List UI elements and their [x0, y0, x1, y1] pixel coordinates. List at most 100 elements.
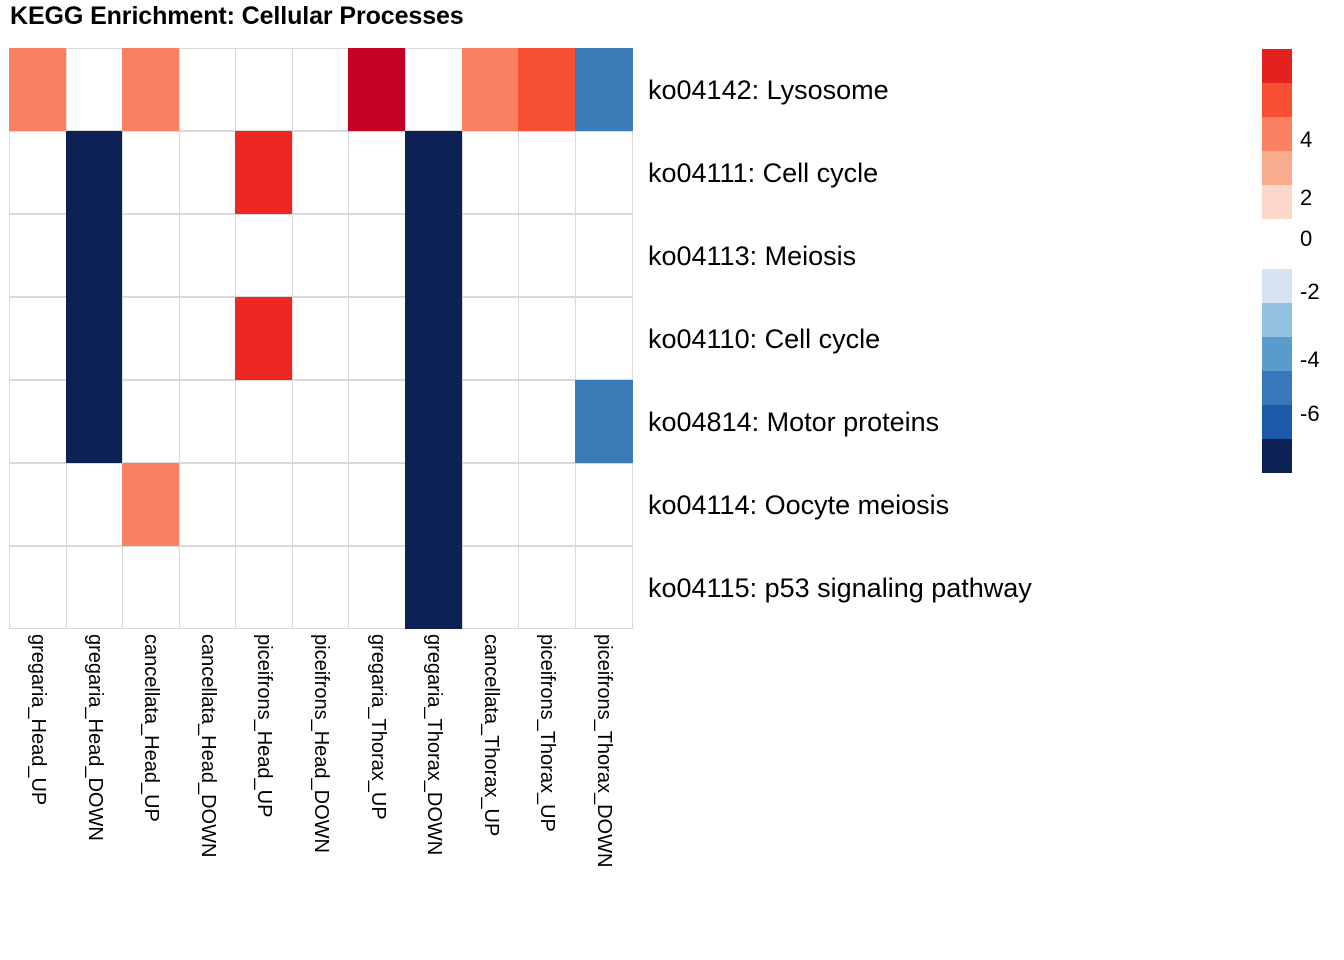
heatmap-cell[interactable]	[178, 48, 237, 132]
heatmap-cell[interactable]	[178, 214, 237, 298]
heatmap-cell[interactable]	[518, 131, 577, 215]
heatmap-cell[interactable]	[122, 546, 181, 630]
heatmap-cell[interactable]	[65, 463, 124, 547]
heatmap-cell[interactable]	[348, 48, 407, 132]
heatmap-cell[interactable]	[122, 380, 181, 464]
heatmap-cell[interactable]	[405, 463, 464, 547]
heatmap-cell[interactable]	[122, 214, 181, 298]
heatmap-cell[interactable]	[461, 546, 520, 630]
heatmap-cell[interactable]	[291, 380, 351, 464]
heatmap-cell[interactable]	[405, 380, 464, 464]
heatmap-cell[interactable]	[9, 131, 68, 215]
row-label: ko04113: Meiosis	[648, 241, 857, 271]
heatmap-cell[interactable]	[518, 463, 577, 547]
heatmap-cell[interactable]	[518, 380, 577, 464]
heatmap-cell[interactable]	[65, 380, 124, 464]
heatmap-cell[interactable]	[9, 546, 68, 630]
column-label-slot: cancellata_Head_DOWN	[180, 634, 237, 954]
heatmap-cell[interactable]	[65, 131, 124, 215]
heatmap-cell[interactable]	[291, 463, 351, 547]
heatmap-cell[interactable]	[574, 463, 633, 547]
heatmap-cell[interactable]	[461, 48, 520, 132]
heatmap-cell[interactable]	[9, 463, 68, 547]
heatmap-cell[interactable]	[65, 546, 124, 630]
heatmap-cell[interactable]	[291, 48, 351, 132]
heatmap-cell[interactable]	[461, 297, 520, 381]
column-label: cancellata_Head_DOWN	[196, 634, 219, 858]
heatmap-cell[interactable]	[574, 48, 633, 132]
colorbar-tick-label: 0	[1300, 226, 1313, 251]
column-label: piceifrons_Thorax_UP	[536, 634, 559, 832]
heatmap-cell[interactable]	[235, 48, 294, 132]
column-label: cancellata_Thorax_UP	[479, 634, 502, 837]
heatmap-cell[interactable]	[235, 297, 294, 381]
heatmap-cell[interactable]	[405, 48, 464, 132]
heatmap-cell[interactable]	[574, 131, 633, 215]
colorbar-neutral-gap	[1262, 219, 1292, 269]
heatmap-cell[interactable]	[461, 131, 520, 215]
heatmap-cell[interactable]	[235, 131, 294, 215]
heatmap-cell[interactable]	[518, 214, 577, 298]
column-label: gregaria_Head_DOWN	[83, 634, 106, 841]
heatmap-cell[interactable]	[235, 546, 294, 630]
heatmap-cell[interactable]	[518, 297, 577, 381]
heatmap-cell[interactable]	[291, 546, 351, 630]
heatmap-cell[interactable]	[178, 297, 237, 381]
heatmap-cell[interactable]	[122, 131, 181, 215]
heatmap-cell[interactable]	[348, 546, 407, 630]
heatmap-cell[interactable]	[348, 131, 407, 215]
heatmap-cell[interactable]	[291, 131, 351, 215]
heatmap-cell[interactable]	[405, 131, 464, 215]
heatmap-cell[interactable]	[348, 380, 407, 464]
heatmap-cell[interactable]	[518, 48, 577, 132]
heatmap-cell[interactable]	[235, 463, 294, 547]
heatmap-cell[interactable]	[348, 297, 407, 381]
heatmap-cell[interactable]	[405, 214, 464, 298]
heatmap-cell[interactable]	[9, 297, 68, 381]
heatmap-cell[interactable]	[348, 463, 407, 547]
colorbar-swatch	[1262, 117, 1292, 151]
heatmap-cell[interactable]	[574, 297, 633, 381]
colorbar-swatches	[1262, 49, 1292, 473]
heatmap-cell[interactable]	[9, 48, 68, 132]
column-label-slot: gregaria_Head_UP	[10, 634, 67, 954]
heatmap-cell[interactable]	[574, 546, 633, 630]
heatmap-cell[interactable]	[574, 214, 633, 298]
heatmap-cell[interactable]	[235, 214, 294, 298]
heatmap-cell[interactable]	[405, 546, 464, 630]
column-label-slot: gregaria_Head_DOWN	[67, 634, 124, 954]
heatmap-cell[interactable]	[348, 214, 407, 298]
heatmap-row	[9, 380, 633, 464]
heatmap-cell[interactable]	[235, 380, 294, 464]
heatmap-cell[interactable]	[122, 463, 181, 547]
heatmap-cell[interactable]	[178, 463, 237, 547]
heatmap-cell[interactable]	[405, 297, 464, 381]
heatmap-row	[9, 48, 633, 132]
colorbar-tick-label: -6	[1300, 401, 1320, 426]
heatmap-cell[interactable]	[461, 380, 520, 464]
heatmap-cell[interactable]	[65, 214, 124, 298]
heatmap-cell[interactable]	[65, 48, 124, 132]
column-label: cancellata_Head_UP	[140, 634, 163, 822]
heatmap-cell[interactable]	[291, 214, 351, 298]
heatmap-cell[interactable]	[122, 297, 181, 381]
heatmap-cell[interactable]	[9, 214, 68, 298]
colorbar-swatch	[1262, 185, 1292, 219]
colorbar-swatch	[1262, 371, 1292, 405]
heatmap-cell[interactable]	[178, 546, 237, 630]
heatmap-cell[interactable]	[122, 48, 181, 132]
heatmap-cell[interactable]	[65, 297, 124, 381]
heatmap-cell[interactable]	[9, 380, 68, 464]
heatmap-cell[interactable]	[461, 463, 520, 547]
heatmap-cell[interactable]	[574, 380, 633, 464]
heatmap-cell[interactable]	[178, 131, 237, 215]
column-label: gregaria_Thorax_UP	[366, 634, 389, 820]
heatmap-cell[interactable]	[291, 297, 351, 381]
heatmap-cell[interactable]	[518, 546, 577, 630]
heatmap-cell[interactable]	[178, 380, 237, 464]
heatmap-cell[interactable]	[461, 214, 520, 298]
column-label-slot: piceifrons_Thorax_UP	[519, 634, 576, 954]
column-label-slot: cancellata_Thorax_UP	[462, 634, 519, 954]
